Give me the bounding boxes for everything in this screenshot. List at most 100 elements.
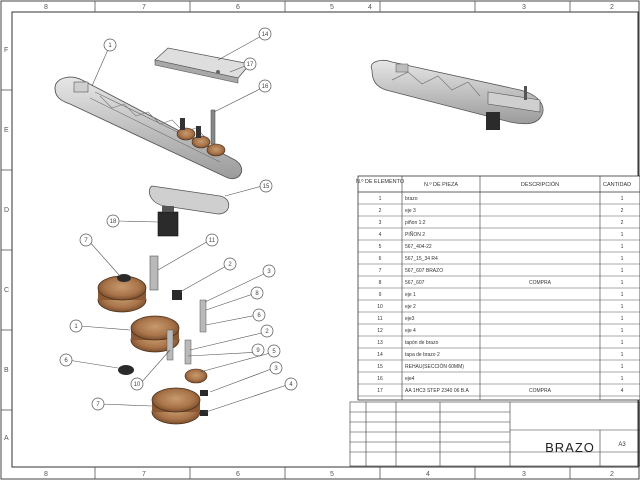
bom-cell-element: 15 (377, 364, 383, 370)
bom-cell-quantity: 2 (621, 208, 624, 214)
exploded-view (54, 47, 251, 425)
zone-bottom-4: 4 (426, 471, 430, 478)
svg-text:15: 15 (263, 184, 270, 190)
bom-cell-part: 567_607 (405, 280, 425, 286)
bom-cell-element: 2 (379, 208, 382, 214)
arm-base (148, 185, 230, 215)
svg-text:6: 6 (257, 313, 261, 319)
balloon-2b: 2 (260, 324, 274, 338)
leader-lines (67, 33, 291, 413)
zone-bottom-5: 5 (330, 471, 334, 478)
zone-ticks (1, 1, 571, 479)
svg-text:14: 14 (262, 32, 269, 38)
bom-cell-quantity: 1 (621, 364, 624, 370)
balloon-4: 4 (284, 377, 298, 391)
bom-cell-part: REHAU(SECCIÓN 60MM) (405, 363, 464, 370)
balloon-5: 5 (267, 344, 281, 358)
bom-cell-description: COMPRA (529, 280, 552, 286)
bom-cell-element: 1 (379, 196, 382, 202)
svg-text:4: 4 (289, 382, 293, 388)
bom-cell-element: 10 (377, 304, 383, 310)
bom-cell-part: eje 2 (405, 304, 416, 310)
bom-cell-quantity: 1 (621, 328, 624, 334)
bom-cell-quantity: 1 (621, 244, 624, 250)
bom-header-quantity: CANTIDAD (603, 182, 631, 188)
bom-cell-part: eje4 (405, 376, 415, 382)
balloon-18: 18 (106, 214, 120, 228)
svg-text:2: 2 (228, 262, 232, 268)
balloon-1: 1 (103, 38, 117, 52)
bom-cell-element: 6 (379, 256, 382, 262)
zone-top-7: 7 (142, 4, 146, 11)
isometric-view (370, 60, 544, 130)
svg-text:1: 1 (74, 324, 78, 330)
balloon-1b: 1 (69, 319, 83, 333)
balloon-14: 14 (258, 27, 272, 41)
bom-cell-part: eje 4 (405, 328, 416, 334)
bom-cell-quantity: 1 (621, 304, 624, 310)
balloon-10: 10 (130, 377, 144, 391)
bom-cell-part: 567_15_34 R4 (405, 256, 438, 262)
small-gear (118, 365, 134, 375)
svg-text:3: 3 (267, 269, 271, 275)
balloon-6: 6 (252, 308, 266, 322)
bom-cell-element: 11 (377, 316, 382, 322)
balloon-11: 11 (205, 233, 219, 247)
svg-text:18: 18 (110, 219, 117, 225)
zone-bottom-3: 3 (522, 471, 526, 478)
svg-text:11: 11 (209, 238, 216, 244)
bom-cell-element: 12 (377, 328, 383, 334)
bom-cell-part: tapa de brazo 2 (405, 352, 440, 358)
balloon-8: 8 (250, 286, 264, 300)
balloon-9: 9 (251, 343, 265, 357)
balloon-2: 2 (223, 257, 237, 271)
zone-bottom-2: 2 (610, 471, 614, 478)
bom-header-description: DESCRIPCIÓN (521, 181, 559, 188)
balloon-6b: 6 (59, 353, 73, 367)
bom-header-part: N.º DE PIEZA (424, 181, 458, 188)
bom-cell-element: 3 (379, 220, 382, 226)
svg-text:10: 10 (134, 382, 141, 388)
svg-text:2: 2 (265, 329, 269, 335)
balloon-17: 17 (243, 57, 257, 71)
zone-top-5: 5 (330, 4, 334, 11)
bom-cell-element: 16 (377, 376, 383, 382)
bom-cell-part: 567_404-22 (405, 244, 432, 250)
zone-bottom-6: 6 (236, 471, 240, 478)
shaft (184, 339, 192, 365)
bom-header-element: N.º DE ELEMENTO (356, 178, 405, 185)
balloon-3: 3 (262, 264, 276, 278)
bom-cell-element: 14 (377, 352, 383, 358)
zone-left-B: B (4, 367, 9, 374)
zone-bottom-7: 7 (142, 471, 146, 478)
balloon-7: 7 (79, 233, 93, 247)
bom-cell-part: 567_607 BRAZO (405, 268, 443, 274)
svg-text:6: 6 (64, 358, 68, 364)
drawing-title: BRAZO (545, 440, 595, 455)
title-block (349, 401, 640, 467)
zone-top-3: 3 (522, 4, 526, 11)
bom-cell-part: tapón de brazo (405, 340, 439, 346)
bom-cell-element: 4 (379, 232, 382, 238)
bom-cell-quantity: 1 (621, 376, 624, 382)
small-gear (184, 368, 208, 384)
balloon-16: 16 (258, 79, 272, 93)
bom-cell-quantity: 2 (621, 220, 624, 226)
bom-cell-element: 13 (377, 340, 383, 346)
zone-top-8: 8 (44, 4, 48, 11)
bom-table: N.º DE ELEMENTO N.º DE PIEZA DESCRIPCIÓN… (356, 175, 640, 401)
zone-bottom-8: 8 (44, 471, 48, 478)
zone-left-A: A (4, 435, 9, 442)
bom-cell-part: piñon 1:2 (405, 220, 426, 226)
bom-cell-part: AA 1HC3 STEP 2340 06 B.A (405, 388, 470, 394)
bom-cell-quantity: 4 (621, 388, 624, 394)
bom-cell-element: 9 (379, 292, 382, 298)
zone-left-F: F (4, 47, 8, 54)
bom-cell-quantity: 1 (621, 232, 624, 238)
svg-text:9: 9 (256, 348, 260, 354)
bom-cell-quantity: 1 (621, 316, 624, 322)
bom-cell-element: 8 (379, 280, 382, 286)
svg-text:5: 5 (272, 349, 276, 355)
